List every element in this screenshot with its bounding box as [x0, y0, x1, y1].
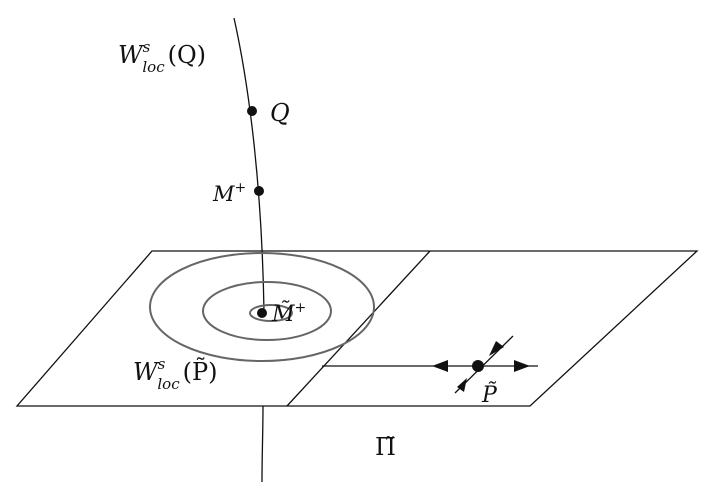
arrow-left-icon	[432, 360, 448, 372]
label-m-tilde-plus: M̃+	[271, 300, 306, 327]
arrow-diag-upper-icon	[489, 341, 504, 356]
label-plane-pi: Π̃	[375, 433, 396, 461]
plane-divider	[286, 250, 431, 407]
orbit-outer	[149, 252, 375, 362]
label-q: Q	[270, 99, 290, 127]
orbit-middle	[202, 281, 332, 341]
point-m-plus-dot	[254, 186, 264, 196]
plane-outline	[15, 250, 699, 407]
label-m-plus: M+	[212, 180, 246, 206]
arrow-right-icon	[514, 360, 530, 372]
arrow-diag-lower-icon	[457, 378, 467, 392]
label-p-tilde: P̃	[481, 382, 498, 408]
point-p-tilde-dot	[472, 360, 484, 372]
point-q-dot	[247, 106, 257, 116]
orbit-inner	[249, 304, 293, 322]
point-m-tilde-plus-dot	[257, 308, 267, 318]
stable-manifold-curve-upper	[233, 17, 265, 313]
stable-manifold-curve-lower	[261, 405, 264, 483]
